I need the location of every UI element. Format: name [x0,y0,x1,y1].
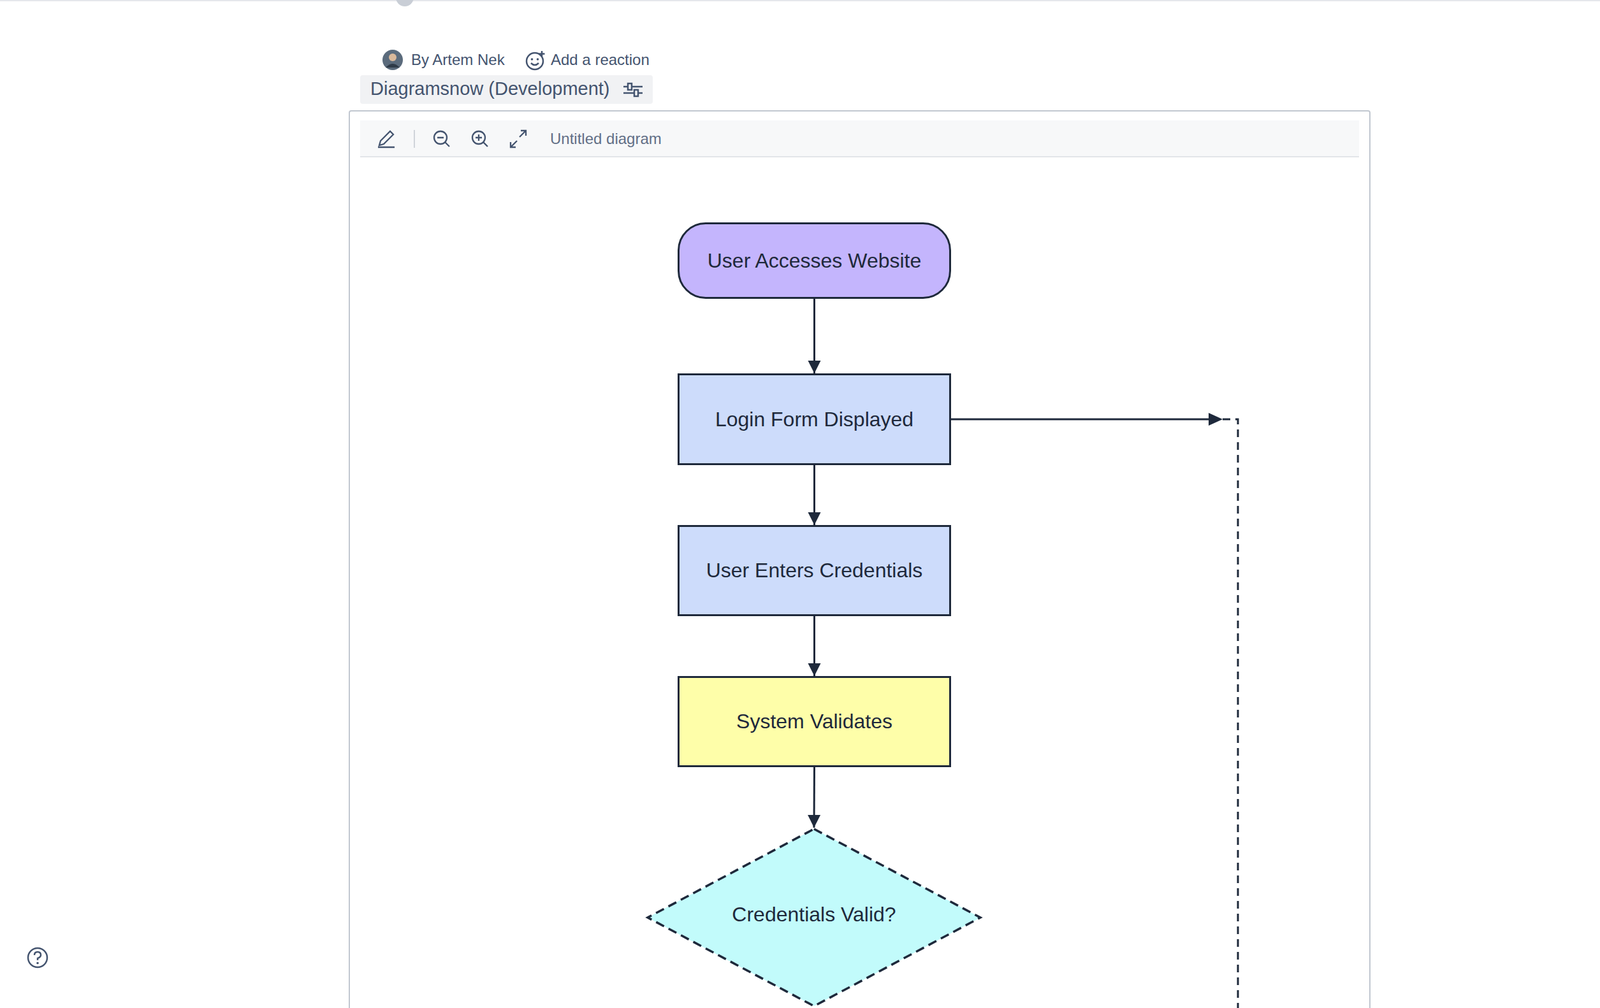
author-name: By Artem Nek [411,50,505,69]
diagram-title: Untitled diagram [550,130,662,148]
edge-line [813,767,816,829]
diamond-shape [647,829,981,1007]
edge-line [813,298,816,374]
node-text: User Enters Credentials [706,559,924,583]
flow-arrow [807,767,821,829]
start-terminal: User Accesses Website [677,222,952,299]
reaction-icon [524,49,547,72]
arrow-head [808,663,822,677]
top-rule [0,0,1600,2]
flow-arrow [808,616,822,677]
toolbar [360,120,1360,158]
process-box: System Validates [677,676,952,768]
node-text: Credentials Valid? [731,903,896,927]
arrow-head [807,815,821,829]
toolbar-icons [372,126,539,152]
decision-diamond: Credentials Valid? [645,828,983,1008]
reaction-link: Add a reaction [550,50,650,69]
help-icon [26,946,50,970]
node-text: Login Form Displayed [715,407,914,432]
arrow-head [808,360,822,374]
arrow-head [808,512,822,526]
app-tag-text: Diagramsnow (Development) [370,78,611,100]
node-text: System Validates [736,710,893,734]
flow-arrow [808,298,822,374]
process-box: Login Form Displayed [677,373,952,466]
settings-icon [621,80,645,100]
node-text: User Accesses Website [707,249,922,273]
flow-arrow [808,465,822,526]
process-box: User Enters Credentials [677,525,952,617]
page-icon [395,0,415,9]
edge-line [813,616,816,677]
avatar [382,49,403,71]
edge-line [813,465,816,526]
